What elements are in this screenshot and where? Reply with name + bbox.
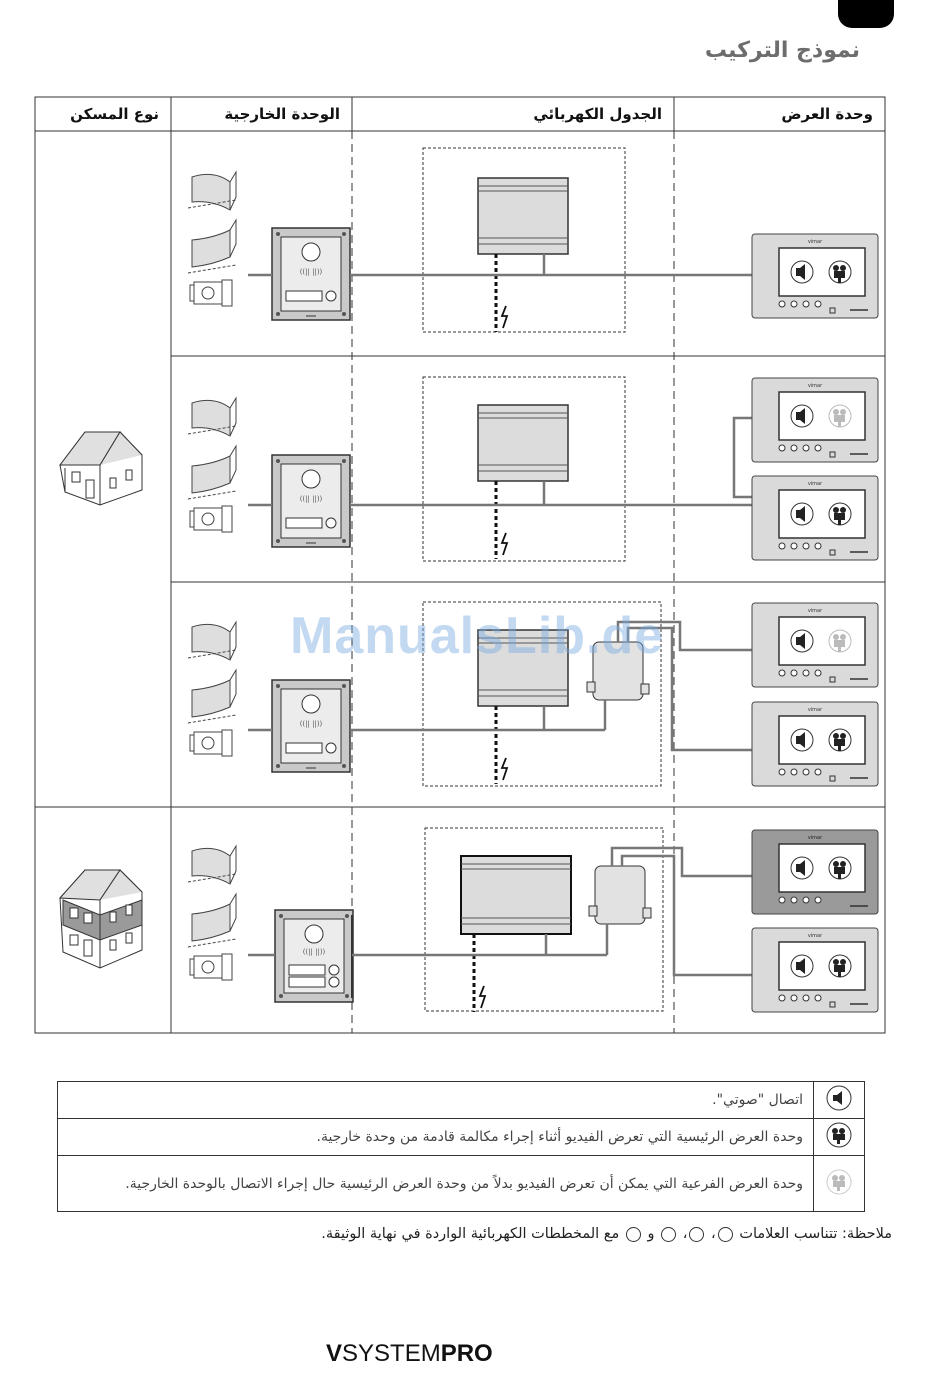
legend-text: وحدة العرض الفرعية التي يمكن أن تعرض الف… bbox=[57, 1155, 814, 1212]
note-sep: ، bbox=[711, 1226, 716, 1242]
row-4-multi-storey bbox=[187, 827, 879, 1014]
header-display-unit: وحدة العرض bbox=[781, 105, 873, 123]
note-sep: ، bbox=[682, 1226, 688, 1242]
brand-suffix: PRO bbox=[440, 1340, 493, 1367]
row-3-monitors-relay bbox=[187, 601, 879, 787]
camera-faded-icon bbox=[813, 1155, 865, 1212]
speaker-icon bbox=[813, 1081, 865, 1119]
note-start: ملاحظة: تتناسب العلامات bbox=[739, 1226, 892, 1242]
legend-row: وحدة العرض الفرعية التي يمكن أن تعرض الف… bbox=[57, 1155, 865, 1212]
brand-logo: VSYSTEMPRO bbox=[326, 1340, 493, 1368]
note-text: ملاحظة: تتناسب العلامات ، ، و مع المخططا… bbox=[260, 1226, 892, 1242]
page-title: نموذج التركيب bbox=[704, 38, 860, 63]
camera-icon bbox=[813, 1118, 865, 1156]
marker-circle-icon bbox=[689, 1226, 705, 1242]
row-2-two-monitors bbox=[187, 376, 879, 562]
watermark: ManualsLib.de bbox=[290, 607, 665, 665]
brand-mid: SYSTEM bbox=[342, 1340, 441, 1367]
header-electrical-panel: الجدول الكهربائي bbox=[533, 105, 662, 123]
page-tab bbox=[838, 0, 894, 28]
header-dwelling-type: نوع المسكن bbox=[70, 105, 159, 123]
marker-circle-icon bbox=[661, 1226, 677, 1242]
legend-text: وحدة العرض الرئيسية التي تعرض الفيديو أث… bbox=[57, 1118, 814, 1156]
note-end: مع المخططات الكهربائية الواردة في نهاية … bbox=[321, 1226, 620, 1242]
note-and: و bbox=[647, 1226, 655, 1242]
brand-prefix: V bbox=[326, 1340, 343, 1367]
row-1-single-monitor bbox=[187, 147, 879, 334]
header-outdoor-unit: الوحدة الخارجية bbox=[224, 105, 340, 123]
marker-circle-icon bbox=[717, 1226, 733, 1242]
single-house-icon bbox=[58, 431, 143, 506]
legend-row: وحدة العرض الرئيسية التي تعرض الفيديو أث… bbox=[57, 1118, 865, 1156]
marker-circle-icon bbox=[625, 1226, 641, 1242]
legend-table: اتصال "صوتي". وحدة العرض الرئيسية التي ت… bbox=[57, 1081, 865, 1212]
multi-storey-house-icon bbox=[58, 869, 143, 969]
legend-row: اتصال "صوتي". bbox=[57, 1081, 865, 1119]
legend-text: اتصال "صوتي". bbox=[57, 1081, 814, 1119]
